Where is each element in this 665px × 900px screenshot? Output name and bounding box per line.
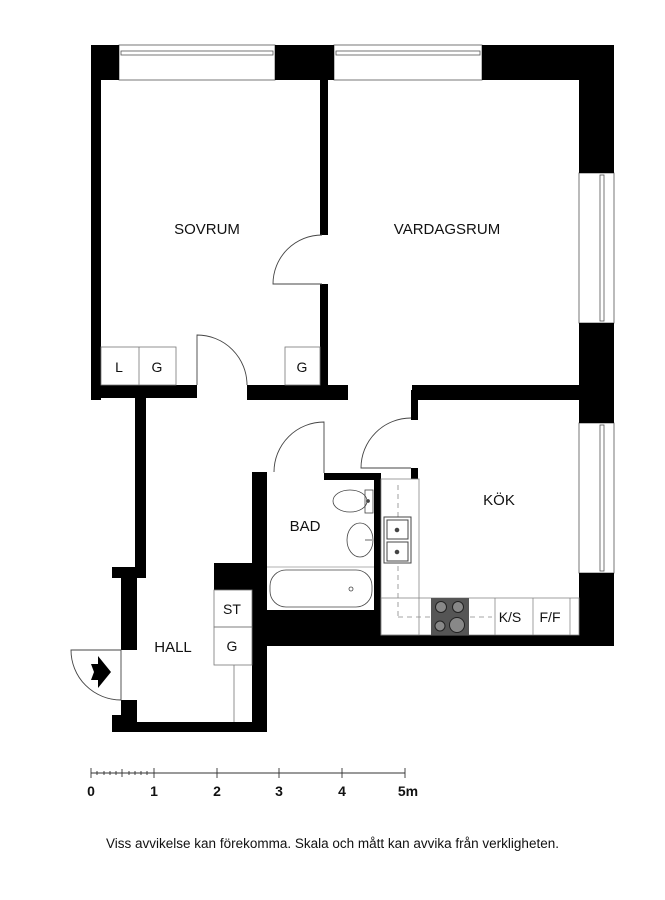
scale-label: 4 (338, 783, 346, 799)
scale-label: 0 (87, 783, 95, 799)
scale-label: 5m (398, 783, 418, 799)
scale-bar (90, 768, 406, 778)
closet-label-l: L (115, 359, 123, 375)
closet-label-g: G (227, 638, 238, 654)
closet-label-st: ST (223, 601, 241, 617)
scale-label: 2 (213, 783, 221, 799)
door-sovrum-hall (196, 334, 248, 386)
scale-label: 1 (150, 783, 158, 799)
closet-label-g: G (152, 359, 163, 375)
stove-icon (431, 598, 469, 635)
sovrum-closets (100, 346, 321, 386)
washbasin-icon (346, 522, 374, 558)
room-label-kok: KÖK (483, 491, 515, 509)
disclaimer-caption: Viss avvikelse kan förekomma. Skala och … (106, 836, 559, 851)
room-label-vardagsrum: VARDAGSRUM (394, 221, 500, 238)
appliance-label-ks: K/S (499, 609, 522, 625)
sink-icon (383, 516, 412, 564)
bathtub-icon (269, 569, 373, 608)
appliance-label-ff: F/F (540, 609, 561, 625)
door-sovrum-vardagsrum (272, 234, 323, 285)
toilet-icon (332, 489, 374, 514)
closet-label-g: G (297, 359, 308, 375)
hall-closets (213, 589, 253, 722)
room-label-bad: BAD (290, 518, 321, 535)
entrance-arrow-icon (91, 656, 111, 688)
bathroom-fixtures (267, 489, 374, 608)
windows (118, 44, 615, 574)
room-label-hall: HALL (154, 639, 192, 656)
scale-label: 3 (275, 783, 283, 799)
walls (91, 45, 614, 732)
door-kok (360, 417, 412, 469)
room-label-sovrum: SOVRUM (174, 221, 240, 238)
door-bad (273, 421, 325, 473)
